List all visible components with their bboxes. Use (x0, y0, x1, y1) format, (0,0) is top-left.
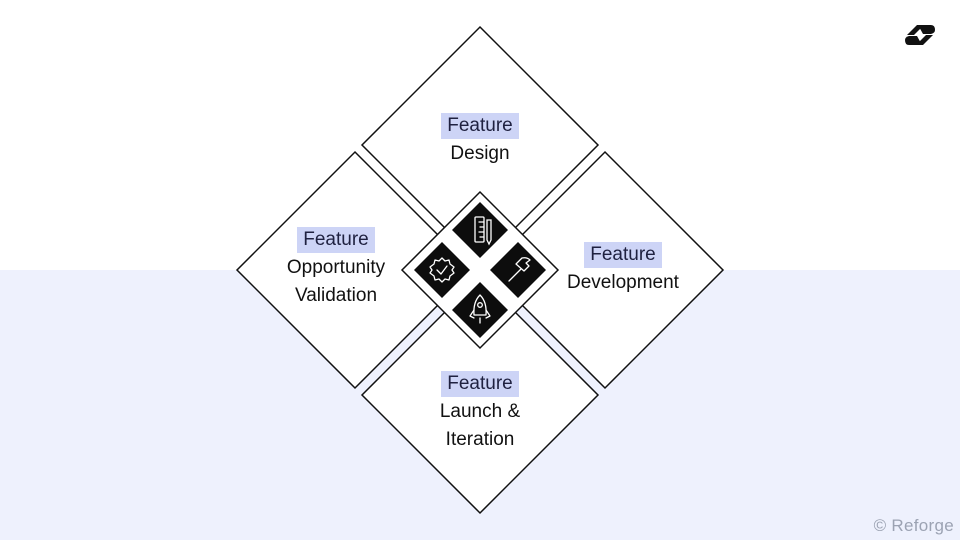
copyright-notice: © Reforge (873, 516, 954, 535)
development-tag: Feature (584, 242, 662, 268)
design-tag: Feature (441, 113, 519, 139)
hammer-icon (490, 242, 546, 298)
launch-label: Feature Launch & Iteration (400, 370, 560, 454)
design-label: Feature Design (400, 112, 560, 168)
opportunity-title-line2: Validation (294, 285, 378, 306)
opportunity-label: Feature Opportunity Validation (256, 226, 416, 310)
opportunity-title-line1: Opportunity (286, 257, 386, 278)
development-title: Development (567, 272, 679, 293)
opportunity-diamond (235, 150, 475, 390)
rocket-icon (452, 282, 508, 338)
badge-check-icon (414, 242, 470, 298)
launch-title-line2: Iteration (445, 429, 515, 450)
development-label: Feature Development (543, 241, 703, 297)
launch-title-line1: Launch & (439, 401, 521, 422)
opportunity-tag: Feature (297, 227, 375, 253)
ruler-pencil-icon (452, 202, 508, 258)
reforge-logo-icon (905, 25, 935, 45)
launch-tag: Feature (441, 371, 519, 397)
design-title: Design (450, 143, 510, 164)
center-diamond (400, 190, 560, 350)
development-diamond (485, 150, 725, 390)
